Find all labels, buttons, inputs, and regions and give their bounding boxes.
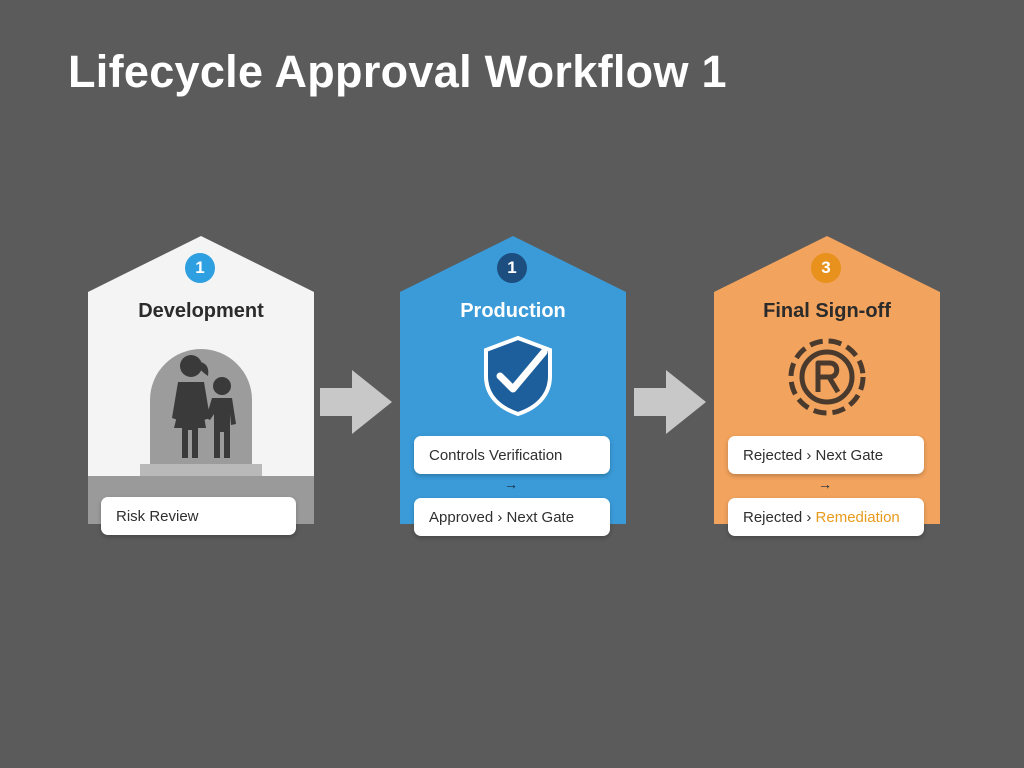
flow-arrow-1 (320, 370, 392, 434)
stage-final-sign-off: 3 Final Sign-off Rejected › Next Gate → … (714, 236, 940, 536)
stage-production: 1 Production Controls Verification → App… (400, 236, 626, 536)
registered-seal-icon (788, 338, 866, 416)
stage-label: Production (460, 300, 566, 322)
stage-item: Controls Verification (414, 436, 610, 474)
flow-arrow-2 (634, 370, 706, 434)
stage-item-prefix: Rejected › (743, 508, 812, 526)
diagram-title: Lifecycle Approval Workflow 1 (68, 46, 727, 97)
shield-check-icon (484, 335, 552, 417)
family-illustration-icon (140, 349, 262, 476)
stage-item: Rejected › Next Gate (728, 436, 924, 474)
remediation-label: Remediation (815, 508, 900, 526)
stage-item: Approved › Next Gate (414, 498, 610, 536)
stage-number-badge: 1 (185, 253, 215, 283)
stage-label: Development (138, 300, 264, 322)
stage-number-badge: 1 (497, 253, 527, 283)
stage-development: 1 Development Risk Review (88, 236, 314, 535)
stage-item: Risk Review (101, 497, 296, 535)
stage-connector-arrow: → (504, 476, 518, 492)
stage-connector-arrow: → (818, 476, 832, 492)
stage-item-remediation: Rejected › Remediation (728, 498, 924, 536)
stage-number-badge: 3 (811, 253, 841, 283)
stage-label: Final Sign-off (763, 300, 891, 322)
